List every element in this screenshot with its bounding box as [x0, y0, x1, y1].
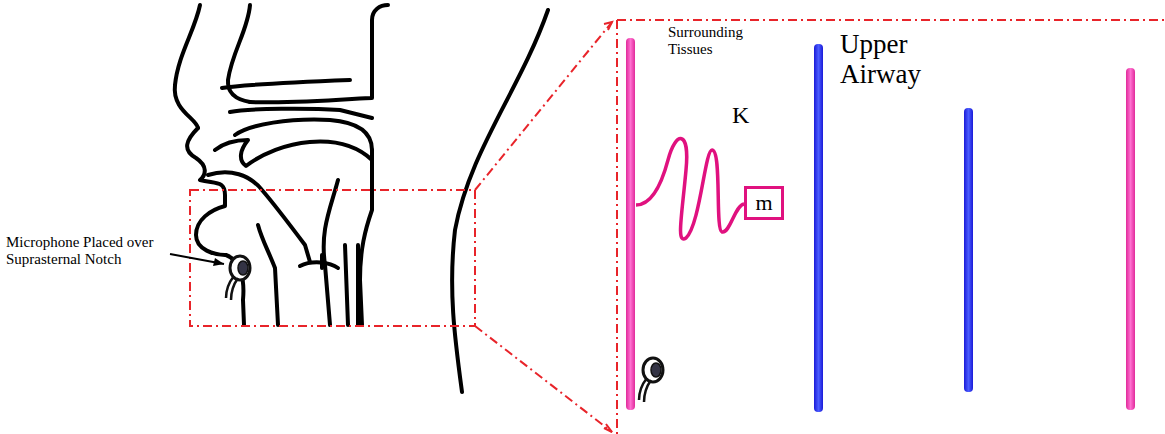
- callout-label: Microphone Placed over Suprasternal Notc…: [6, 234, 176, 267]
- zoom-frame: [190, 20, 1165, 434]
- arrow-tips: [604, 22, 612, 432]
- spring-symbol: [636, 139, 744, 239]
- microphone-icon: [226, 256, 250, 300]
- mass-label: m: [755, 192, 772, 214]
- leader-arrowhead: [213, 258, 224, 266]
- part-label: Surrounding Tissues: [668, 24, 758, 57]
- spring-label: K: [732, 102, 749, 128]
- region-label: Upper Airway: [840, 30, 950, 89]
- mass-box: m: [744, 186, 784, 220]
- tissue-wall: [626, 38, 635, 410]
- airway-wall: [814, 44, 823, 412]
- airway-wall: [964, 108, 973, 392]
- head-outline: [175, 5, 548, 392]
- microphone-icon: [639, 358, 663, 402]
- tissue-wall: [1126, 68, 1135, 410]
